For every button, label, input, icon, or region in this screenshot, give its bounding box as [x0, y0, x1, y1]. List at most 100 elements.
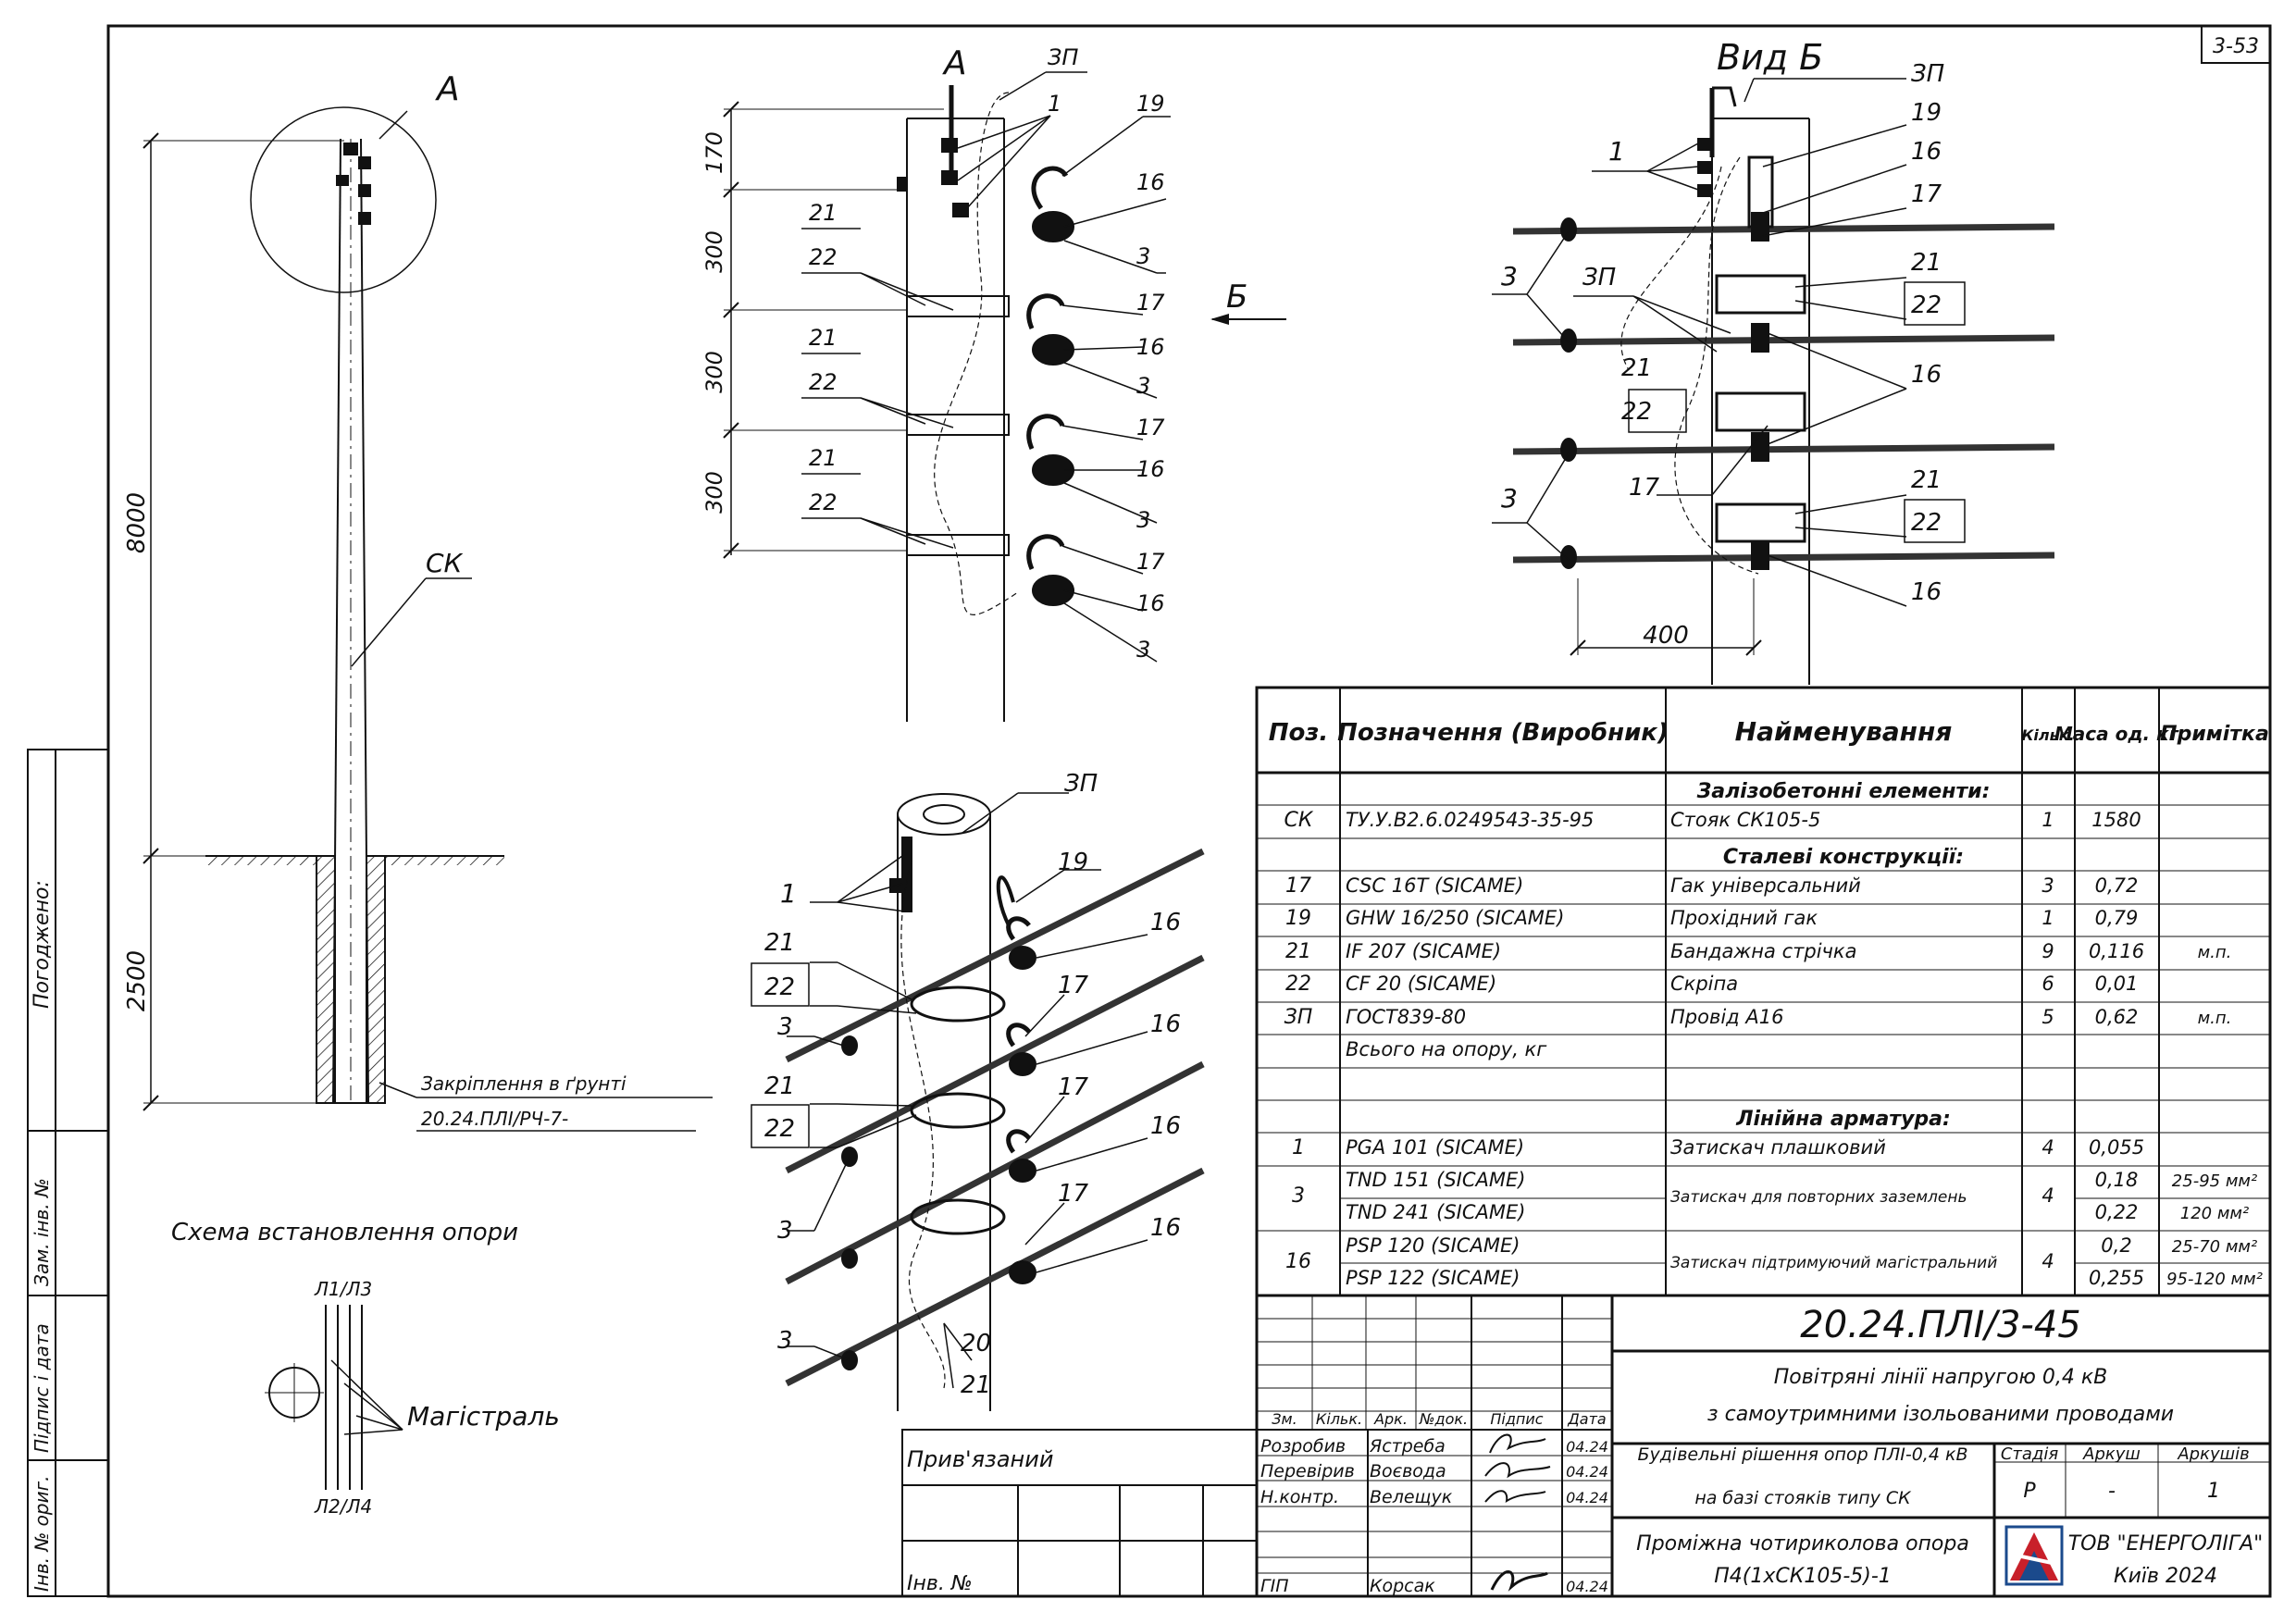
- company-name: ТОВ "ЕНЕРГОЛІГА": [2068, 1532, 2264, 1556]
- scheme-title: Схема встановлення опори: [171, 1219, 518, 1246]
- spec-sections: Залізобетонні елементи: Сталеві конструк…: [1696, 780, 1991, 1131]
- name-gip: Корсак: [1370, 1576, 1435, 1596]
- dim-ground: 2500: [123, 950, 151, 1011]
- agreed-label: Погоджено:: [31, 880, 54, 1009]
- spec-cell-designation: GHW 16/250 (SICAME): [1346, 907, 1564, 929]
- iso-16-a: 16: [1150, 909, 1181, 936]
- spec-cell-qty: 4: [2042, 1184, 2054, 1207]
- role-checker: Перевірив: [1260, 1461, 1355, 1481]
- th-designation: Позначення (Виробник): [1337, 719, 1669, 747]
- spec-cell-mass: 0,255: [2089, 1267, 2144, 1289]
- vb-16-c: 16: [1911, 578, 1942, 606]
- inv-no-label: Інв. №: [907, 1572, 973, 1595]
- section-fittings: Лінійна арматура:: [1735, 1108, 1951, 1131]
- dim-300-b: 300: [701, 351, 727, 393]
- spec-cell-pos: 22: [1285, 973, 1311, 996]
- sheet-code: 3-53: [2213, 35, 2259, 58]
- dim-height: 8000: [123, 492, 151, 553]
- signatures: [1484, 1433, 1551, 1592]
- spec-cell-designation: IF 207 (SICAME): [1346, 940, 1501, 962]
- company-logo: [2004, 1525, 2064, 1586]
- va-22-b: 22: [809, 369, 838, 395]
- spec-cell-mass: 0,22: [2095, 1201, 2139, 1223]
- view-a-title: А: [942, 44, 967, 82]
- sheet-frame: [106, 24, 2272, 1598]
- vb-17-a: 17: [1911, 180, 1942, 208]
- vb-19: 19: [1911, 99, 1942, 127]
- vb-22-a: 22: [1911, 291, 1942, 319]
- spec-cell-name: Бандажна стрічка: [1670, 940, 1857, 962]
- va-16-a: 16: [1136, 169, 1165, 195]
- name-checker: Воєвода: [1370, 1461, 1446, 1481]
- spec-cell-name: Затискач для повторних заземлень: [1670, 1188, 1967, 1207]
- spec-cell-mass: 0,79: [2095, 907, 2139, 929]
- va-zp: ЗП: [1048, 44, 1078, 70]
- spec-cell-mass: 0,18: [2095, 1169, 2139, 1191]
- spec-cell-note: м.п.: [2198, 1009, 2232, 1028]
- section-line1: Будівельні рішення опор ПЛІ-0,4 кВ: [1638, 1444, 1968, 1465]
- title-block-people: Розробив Ястреба 04.24 Перевірив Воєвода…: [1260, 1436, 1608, 1596]
- overview-pole-label: СК: [426, 548, 464, 578]
- dim-170: 170: [701, 131, 727, 174]
- vb-21-b: 21: [1911, 466, 1942, 494]
- spec-cell-note: 25-95 мм²: [2172, 1172, 2257, 1191]
- spec-cell-name: Затискач підтримуючий магістральний: [1670, 1254, 1997, 1272]
- th-note: Примітка: [2160, 723, 2269, 746]
- vb-16-a: 16: [1911, 138, 1942, 166]
- role-gip: ГІП: [1260, 1576, 1288, 1596]
- sheets-header: Аркушів: [2177, 1444, 2249, 1464]
- dim-300-a: 300: [701, 230, 727, 273]
- iso-16-b: 16: [1150, 1010, 1181, 1038]
- va-21-c: 21: [809, 445, 838, 471]
- iso-3-c: 3: [777, 1327, 793, 1355]
- spec-cell-qty: 1: [2042, 907, 2054, 929]
- tb-col-kilk: Кільк.: [1316, 1410, 1362, 1428]
- overview-pole: [143, 106, 713, 1132]
- iso-17-a: 17: [1058, 972, 1089, 999]
- spec-cell-note: м.п.: [2198, 943, 2232, 962]
- spec-cell-qty: 6: [2042, 973, 2054, 995]
- iso-16-d: 16: [1150, 1214, 1181, 1242]
- va-21-a: 21: [809, 200, 838, 226]
- company-city-year: Київ 2024: [2114, 1565, 2217, 1588]
- dim-400: 400: [1643, 622, 1689, 650]
- iso-labels: ЗП 19 16 17 16 17 16 17 16 1 21 22 3 21 …: [764, 770, 1181, 1399]
- spec-cell-mass: 0,055: [2089, 1136, 2144, 1159]
- iso-3-a: 3: [777, 1013, 793, 1041]
- th-pos: Поз.: [1269, 719, 1329, 747]
- va-19: 19: [1136, 91, 1165, 117]
- section-concrete: Залізобетонні елементи:: [1696, 780, 1991, 803]
- name-normcontrol: Велещук: [1370, 1487, 1453, 1507]
- spec-table-headers: Поз. Позначення (Виробник) Найменування …: [1269, 716, 2269, 747]
- spec-cell-qty: 3: [2042, 874, 2054, 897]
- role-developer: Розробив: [1260, 1436, 1346, 1457]
- spec-table-grid: [1255, 686, 2272, 1297]
- spec-cell-name: Затискач плашковий: [1670, 1136, 1886, 1159]
- sheets-value: 1: [2207, 1480, 2220, 1503]
- drawing-line2: П4(1хСК105-5)-1: [1714, 1565, 1892, 1588]
- iso-17-c: 17: [1058, 1180, 1089, 1208]
- ground-note: Закріплення в ґрунті: [421, 1072, 627, 1095]
- role-normcontrol: Н.контр.: [1260, 1487, 1339, 1507]
- iso-21-b: 21: [764, 1072, 795, 1100]
- spec-cell-qty: 4: [2042, 1136, 2054, 1159]
- section-steel: Сталеві конструкції:: [1723, 846, 1964, 869]
- view-a-dims: 170 300 300 300: [701, 131, 727, 514]
- left-strip: [27, 749, 109, 1597]
- iso-view: [751, 792, 1205, 1411]
- iso-20: 20: [961, 1330, 991, 1357]
- view-b-title: Вид Б: [1717, 37, 1823, 78]
- spec-cell-qty: 5: [2042, 1006, 2054, 1028]
- va-17-a: 17: [1136, 290, 1165, 316]
- tb-col-date: Дата: [1567, 1410, 1606, 1428]
- tied-label: Прив'язаний: [907, 1446, 1053, 1472]
- arrow-b-label: Б: [1226, 279, 1247, 316]
- spec-cell-qty: 1: [2042, 809, 2054, 831]
- inv-orig-label: Інв. № ориг.: [31, 1476, 53, 1592]
- va-17-b: 17: [1136, 415, 1165, 440]
- vb-22-c: 22: [1621, 398, 1652, 426]
- tb-col-sign: Підпис: [1490, 1410, 1543, 1428]
- doc-code: 20.24.ПЛІ/3-45: [1800, 1304, 2080, 1346]
- spec-cell-pos: 17: [1285, 874, 1311, 898]
